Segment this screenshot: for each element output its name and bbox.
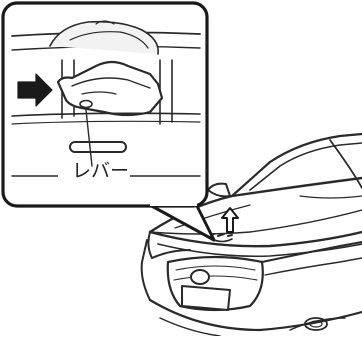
license-plate [182, 286, 230, 310]
car-emblem [191, 270, 209, 284]
side-mirror [208, 184, 230, 197]
panel-slot [70, 142, 126, 152]
lever-label: レバー [72, 160, 129, 182]
